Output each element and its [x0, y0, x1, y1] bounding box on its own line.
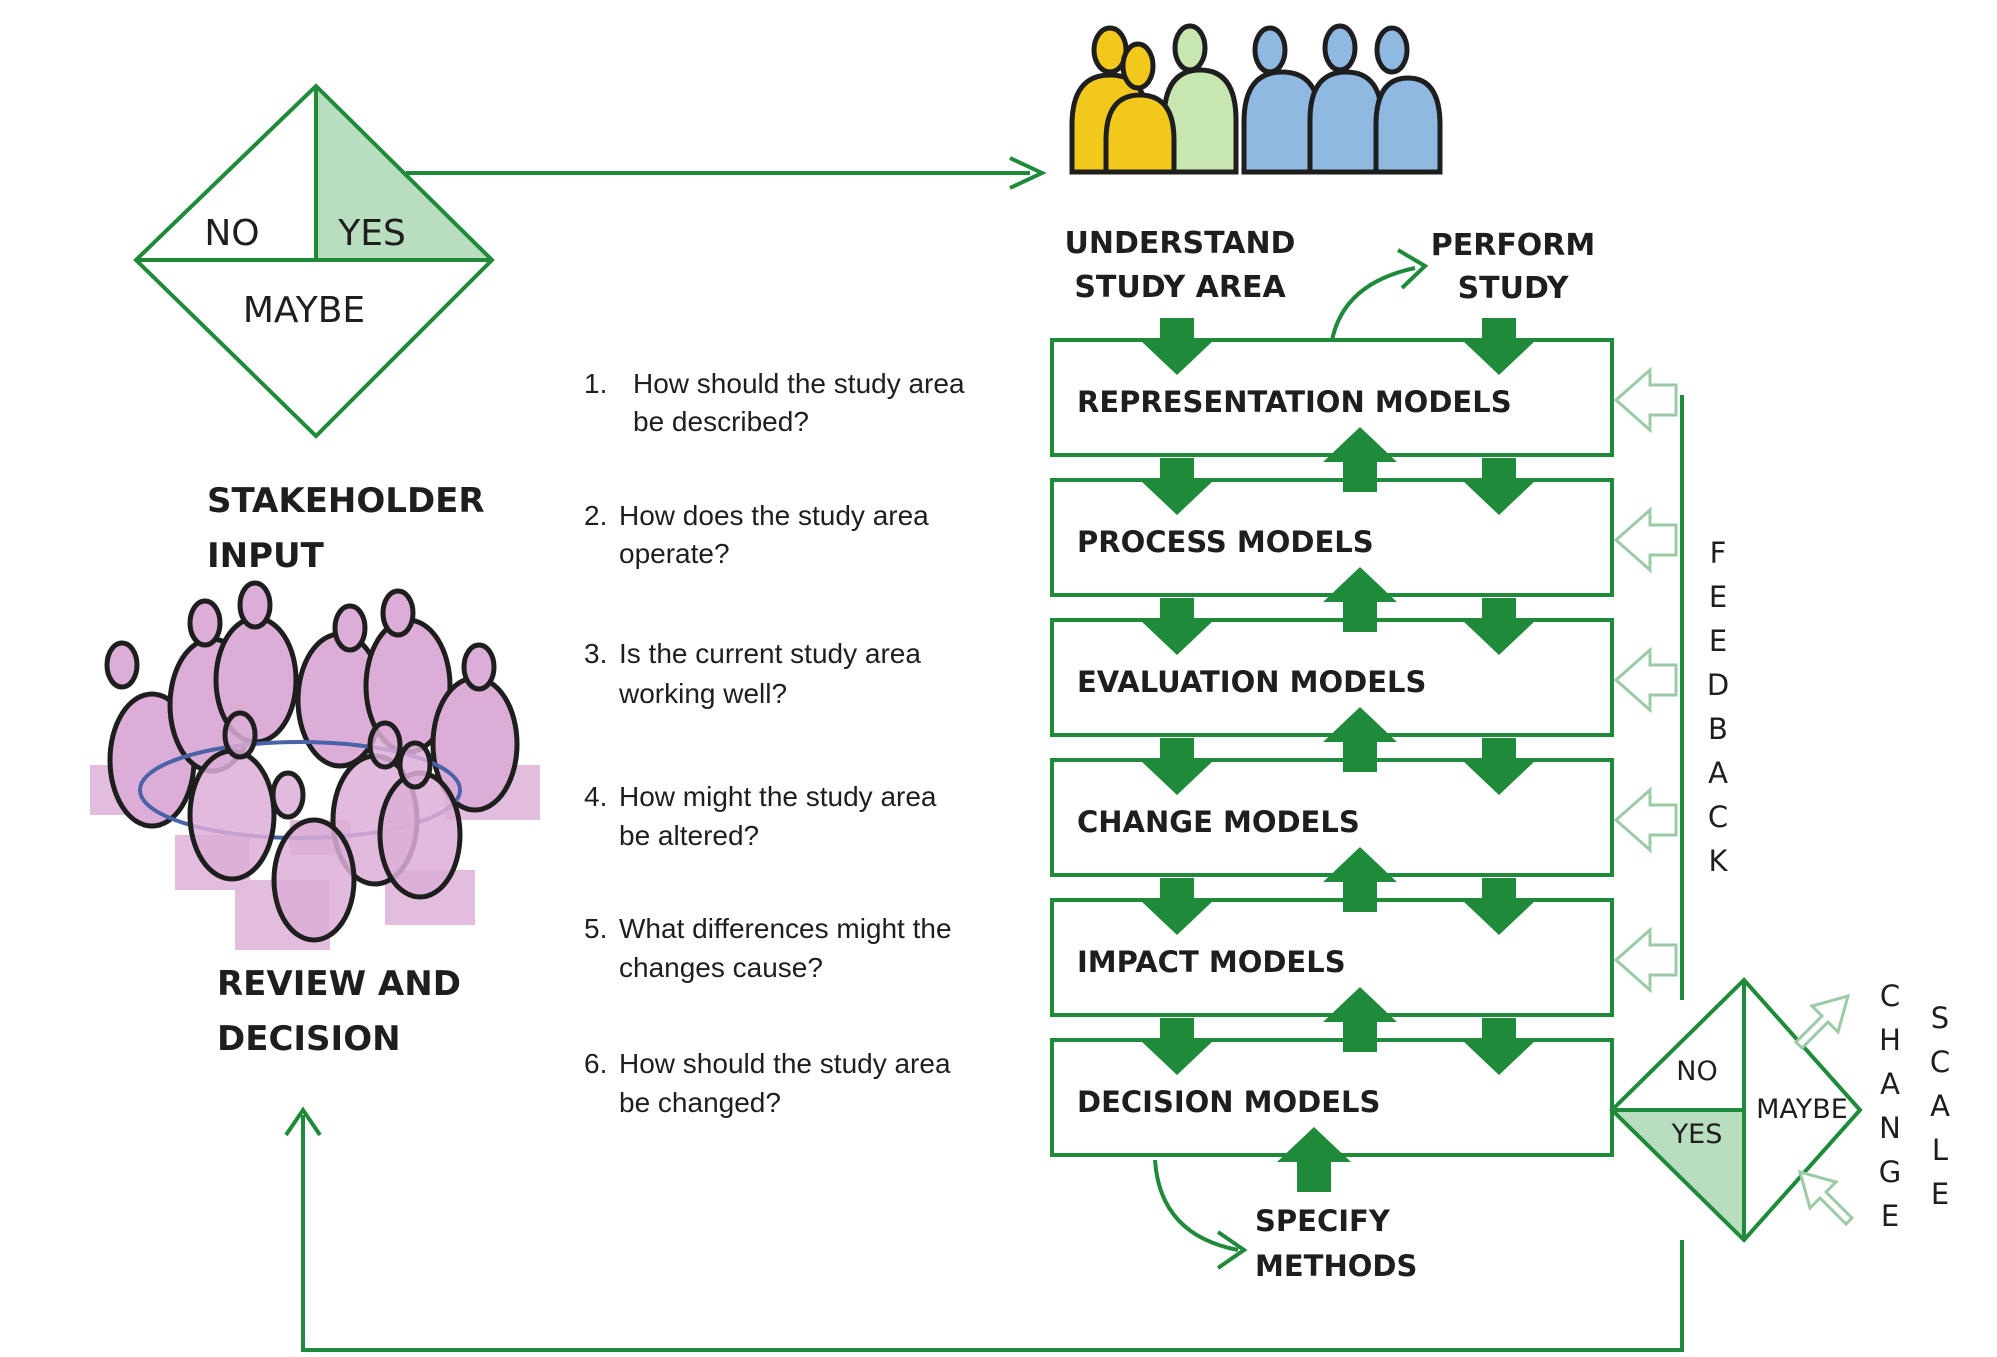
understand-label-2: STUDY AREA	[1074, 270, 1286, 305]
perform-label-2: STUDY	[1458, 271, 1570, 306]
question-4: 4. How might the study area be altered?	[584, 781, 937, 851]
question-line: be described?	[633, 406, 809, 437]
change-letter: H	[1879, 1023, 1901, 1057]
feedback-letter: B	[1708, 712, 1728, 746]
change-label: C H A N G E	[1879, 979, 1901, 1233]
question-number: 6.	[584, 1048, 607, 1079]
feedback-label: F E E D B A C K	[1707, 536, 1729, 878]
review-label-1: REVIEW AND	[217, 964, 461, 1004]
question-line: be changed?	[619, 1087, 781, 1118]
question-1: 1. How should the study area be describe…	[584, 368, 965, 437]
model-box-1: REPRESENTATION MODELS	[1050, 338, 1614, 457]
model-label-change: CHANGE MODELS	[1077, 805, 1360, 839]
question-line: How might the study area	[619, 781, 937, 812]
model-label-impact: IMPACT MODELS	[1077, 945, 1346, 979]
scale-letter: E	[1931, 1177, 1949, 1211]
up-arrows	[1277, 427, 1397, 1192]
question-3: 3. Is the current study area working wel…	[584, 638, 921, 709]
perform-label-1: PERFORM	[1431, 228, 1596, 263]
question-list: 1. How should the study area be describe…	[584, 368, 965, 1118]
arrow-diamond-to-group	[406, 156, 1047, 190]
question-6: 6. How should the study area be changed?	[584, 1048, 951, 1118]
bottom-decision-no: NO	[1676, 1056, 1717, 1087]
stakeholder-label-1: STAKEHOLDER	[207, 481, 485, 521]
model-label-representation: REPRESENTATION MODELS	[1077, 385, 1512, 419]
feedback-letter: D	[1707, 668, 1729, 702]
top-decision-yes: YES	[337, 213, 406, 254]
change-letter: N	[1879, 1111, 1901, 1145]
scale-letter: L	[1932, 1133, 1948, 1167]
bottom-decision-yes: YES	[1671, 1119, 1723, 1150]
specify-label-2: METHODS	[1255, 1249, 1417, 1283]
feedback-letter: K	[1708, 844, 1728, 878]
feedback-letter: C	[1708, 800, 1728, 834]
feedback-letter: A	[1708, 756, 1728, 790]
understand-label-1: UNDERSTAND	[1065, 226, 1296, 261]
scale-label: S C A L E	[1930, 1001, 1950, 1211]
model-box-4: CHANGE MODELS	[1050, 758, 1614, 877]
scale-arrows	[1793, 993, 1855, 1227]
scale-letter: S	[1931, 1001, 1949, 1035]
top-decision-no: NO	[204, 213, 259, 254]
change-letter: E	[1881, 1199, 1899, 1233]
feedback-letter: E	[1709, 624, 1727, 658]
model-label-process: PROCESS MODELS	[1077, 525, 1374, 559]
feedback-arrows	[1613, 366, 1678, 994]
model-label-decision: DECISION MODELS	[1077, 1085, 1380, 1119]
question-line: Is the current study area	[619, 638, 921, 669]
down-arrows	[1140, 318, 1536, 1075]
return-loop-arrow	[284, 1106, 1684, 1352]
question-number: 1.	[584, 368, 607, 399]
curved-arrow-to-specify	[1153, 1159, 1248, 1270]
specify-label-1: SPECIFY	[1255, 1204, 1391, 1238]
question-line: changes cause?	[619, 952, 823, 983]
question-number: 2.	[584, 500, 607, 531]
question-line: operate?	[619, 538, 730, 569]
review-label-2: DECISION	[217, 1019, 401, 1059]
stakeholder-group-icon	[1069, 23, 1443, 175]
scale-letter: C	[1930, 1045, 1950, 1079]
question-number: 4.	[584, 781, 607, 812]
question-line: What differences might the	[619, 913, 952, 944]
question-line: be altered?	[619, 820, 759, 851]
change-letter: G	[1879, 1155, 1901, 1189]
stakeholder-label-2: INPUT	[207, 536, 325, 576]
model-box-2: PROCESS MODELS	[1050, 478, 1614, 597]
question-number: 3.	[584, 638, 607, 669]
question-2: 2. How does the study area operate?	[584, 500, 929, 569]
question-number: 5.	[584, 913, 607, 944]
model-box-5: IMPACT MODELS	[1050, 898, 1614, 1017]
bottom-decision-diamond: NO YES MAYBE	[1609, 977, 1863, 1243]
question-5: 5. What differences might the changes ca…	[584, 913, 952, 983]
change-letter: A	[1880, 1067, 1900, 1101]
question-line: working well?	[618, 678, 787, 709]
scale-letter: A	[1930, 1089, 1950, 1123]
review-meeting-icon	[90, 580, 540, 950]
question-line: How does the study area	[619, 500, 929, 531]
top-decision-maybe: MAYBE	[243, 290, 365, 331]
bottom-decision-maybe: MAYBE	[1756, 1094, 1848, 1125]
model-box-6: DECISION MODELS	[1050, 1038, 1614, 1157]
change-letter: C	[1880, 979, 1900, 1013]
question-line: How should the study area	[633, 368, 965, 399]
question-line: How should the study area	[619, 1048, 951, 1079]
model-label-evaluation: EVALUATION MODELS	[1077, 665, 1426, 699]
feedback-letter: F	[1710, 536, 1727, 570]
top-decision-diamond: NO YES MAYBE	[133, 83, 495, 439]
model-box-3: EVALUATION MODELS	[1050, 618, 1614, 737]
feedback-letter: E	[1709, 580, 1727, 614]
